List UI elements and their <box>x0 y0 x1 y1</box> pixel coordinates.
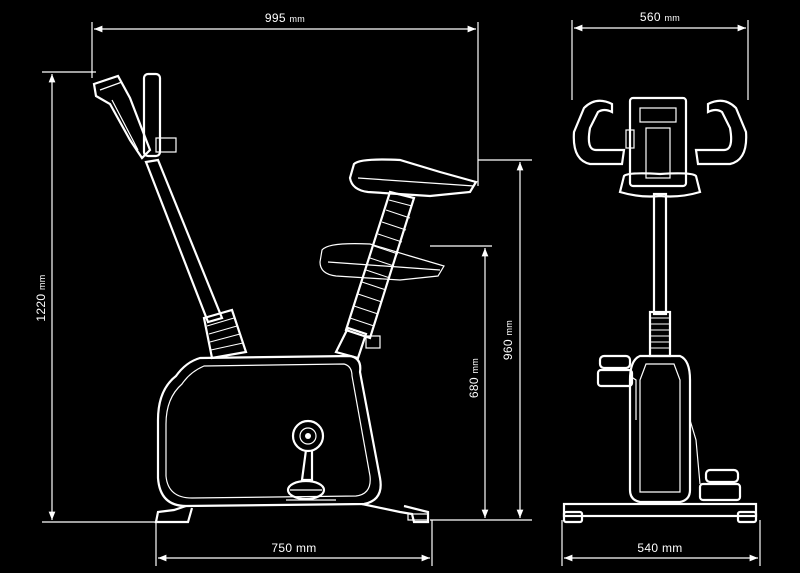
handlebar-stem <box>144 158 224 324</box>
front-handlebar <box>572 99 626 166</box>
dimension-label-960: 960 mm <box>501 320 515 360</box>
dimension-label-1220: 1220 mm <box>34 274 48 321</box>
dimension-line-540 <box>561 520 761 566</box>
seat-post-bellows <box>344 190 416 340</box>
dimension-line-1220 <box>42 71 160 523</box>
dimension-line-560 <box>571 20 749 100</box>
dimension-line-680 <box>430 245 492 518</box>
flywheel-housing <box>156 354 382 508</box>
stem-bellows <box>202 308 248 360</box>
front-base <box>562 502 758 518</box>
bike-side-view <box>92 72 478 524</box>
dimension-label-995: 995 mm <box>265 11 305 25</box>
front-seat <box>618 172 702 198</box>
dimension-label-680: 680 mm <box>467 358 481 398</box>
seat-lower <box>319 243 445 281</box>
handlebar-grip <box>92 74 152 160</box>
dimension-label-750: 750 mm <box>271 541 316 555</box>
seat-upper <box>348 158 478 198</box>
dimension-label-560: 560 mm <box>640 10 680 24</box>
dimension-line-750 <box>155 520 433 566</box>
front-pedal-left <box>596 354 637 420</box>
front-console <box>628 96 688 188</box>
bike-front-view <box>562 96 758 524</box>
front-pedal-right <box>689 419 742 502</box>
seat-post <box>334 326 368 360</box>
pedal <box>286 479 326 501</box>
dimension-line-995 <box>91 22 479 186</box>
base-foot-rear <box>361 502 430 524</box>
dimension-label-540: 540 mm <box>637 541 682 555</box>
crank-assembly <box>286 419 336 501</box>
front-housing <box>628 354 692 504</box>
front-bellows <box>648 310 672 358</box>
front-seat-post <box>652 192 668 316</box>
display-console <box>142 72 162 158</box>
dimension-line-960 <box>430 159 532 521</box>
base-foot-front <box>154 504 194 524</box>
seat-clamp-knob <box>365 335 381 349</box>
